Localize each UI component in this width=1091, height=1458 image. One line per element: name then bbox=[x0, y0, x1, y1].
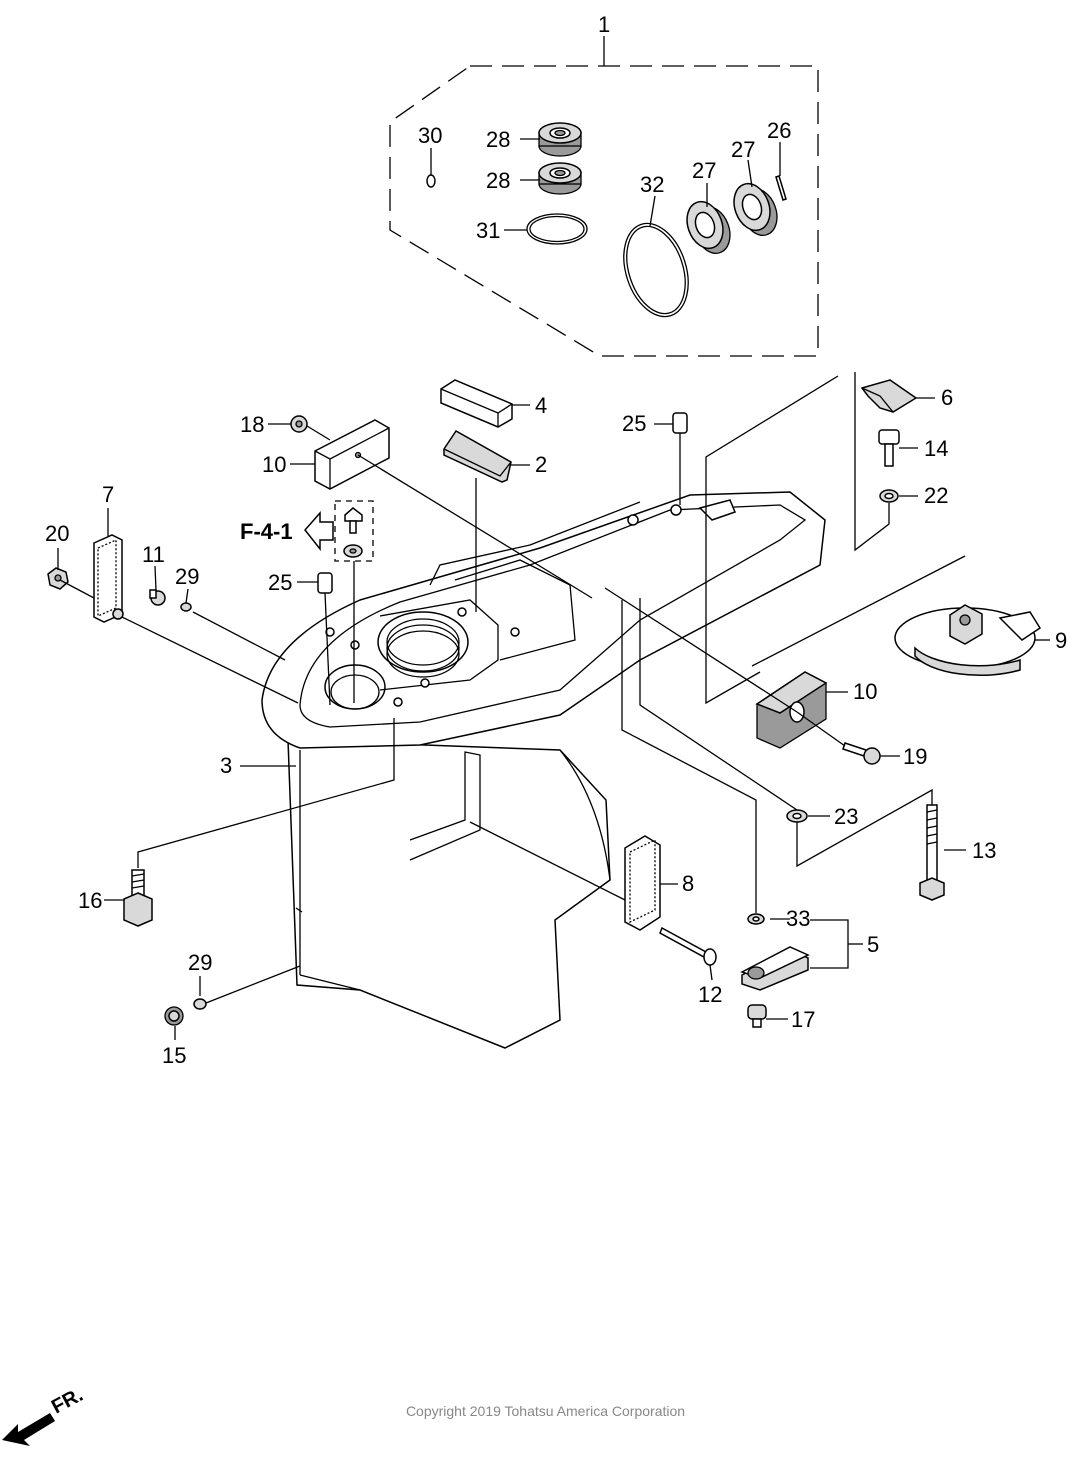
oil-seal-27-right bbox=[733, 182, 778, 236]
callout-29-lower: 29 bbox=[188, 950, 212, 975]
callout-25-lower: 25 bbox=[268, 570, 292, 595]
callout-labels: 1 30 28 28 31 32 27 27 26 4 2 18 10 25 6… bbox=[45, 12, 1067, 1068]
trim-tab-9 bbox=[894, 604, 1042, 677]
callout-25-upper: 25 bbox=[622, 411, 646, 436]
gear-case-3 bbox=[261, 491, 826, 1049]
callout-27-left: 27 bbox=[692, 158, 716, 183]
callout-4: 4 bbox=[535, 393, 547, 418]
leader-lines bbox=[57, 138, 1050, 1040]
callout-32: 32 bbox=[640, 172, 664, 197]
bolt-12 bbox=[659, 926, 717, 966]
callout-11: 11 bbox=[142, 542, 165, 567]
water-screen-8 bbox=[624, 835, 661, 931]
bolt-19 bbox=[842, 742, 881, 765]
anode-5 bbox=[740, 946, 810, 991]
callout-28-upper: 28 bbox=[486, 127, 510, 152]
anode-block-10-lower bbox=[755, 671, 828, 749]
copyright-text: Copyright 2019 Tohatsu America Corporati… bbox=[405, 1403, 686, 1419]
circlip-30 bbox=[426, 174, 436, 188]
washer-29-lower bbox=[193, 998, 207, 1010]
callout-5: 5 bbox=[867, 932, 879, 957]
callout-6: 6 bbox=[941, 385, 953, 410]
callout-16: 16 bbox=[78, 888, 102, 913]
o-ring-32 bbox=[623, 222, 689, 318]
callout-20: 20 bbox=[45, 521, 69, 546]
pin-26 bbox=[775, 175, 787, 201]
callout-10-lower: 10 bbox=[853, 679, 877, 704]
callout-13: 13 bbox=[972, 838, 996, 863]
callout-18: 18 bbox=[240, 412, 264, 437]
bolt-16 bbox=[123, 869, 153, 927]
callout-2: 2 bbox=[535, 452, 547, 477]
plug-11 bbox=[149, 589, 166, 606]
washer-29-upper bbox=[180, 602, 192, 612]
callout-3: 3 bbox=[220, 753, 232, 778]
callout-26: 26 bbox=[767, 118, 791, 143]
callout-7: 7 bbox=[102, 482, 114, 507]
washer-22 bbox=[879, 489, 899, 503]
callout-17: 17 bbox=[791, 1007, 815, 1032]
screw-17 bbox=[747, 1004, 767, 1028]
anode-block-10-upper bbox=[314, 419, 390, 490]
callout-33: 33 bbox=[786, 906, 810, 931]
callout-15: 15 bbox=[162, 1043, 186, 1068]
callout-27-right: 27 bbox=[731, 137, 755, 162]
seal-2 bbox=[443, 430, 512, 483]
callout-30: 30 bbox=[418, 123, 442, 148]
washer-23 bbox=[786, 809, 808, 823]
callout-23: 23 bbox=[834, 804, 858, 829]
bolt-14 bbox=[878, 429, 900, 467]
bearing-28-upper bbox=[538, 122, 582, 157]
callout-19: 19 bbox=[903, 744, 927, 769]
callout-8: 8 bbox=[682, 871, 694, 896]
bolt-13 bbox=[919, 804, 945, 901]
reference-label: F-4-1 bbox=[240, 519, 293, 544]
callout-28-lower: 28 bbox=[486, 168, 510, 193]
dowel-pin-25-left bbox=[317, 572, 333, 594]
callout-22: 22 bbox=[924, 483, 948, 508]
bearing-28-lower bbox=[538, 162, 582, 195]
callout-9: 9 bbox=[1055, 628, 1067, 653]
callout-29-upper: 29 bbox=[175, 564, 199, 589]
nut-20 bbox=[47, 567, 69, 590]
nut-18 bbox=[290, 415, 308, 433]
water-screen-7 bbox=[93, 534, 124, 623]
callout-1: 1 bbox=[598, 12, 610, 37]
o-ring-31 bbox=[526, 213, 588, 245]
callout-10-upper: 10 bbox=[262, 452, 286, 477]
rubber-block-4 bbox=[440, 379, 513, 428]
cap-6 bbox=[860, 379, 918, 413]
oil-seal-27-left bbox=[686, 200, 731, 254]
washer-33 bbox=[747, 913, 765, 925]
plug-15 bbox=[164, 1006, 184, 1026]
callout-12: 12 bbox=[698, 982, 722, 1007]
kit-boundary bbox=[389, 36, 819, 357]
dowel-pin-25-right bbox=[672, 412, 688, 434]
callout-31: 31 bbox=[476, 218, 500, 243]
callout-14: 14 bbox=[924, 436, 948, 461]
reference-bolt-group bbox=[304, 500, 374, 562]
